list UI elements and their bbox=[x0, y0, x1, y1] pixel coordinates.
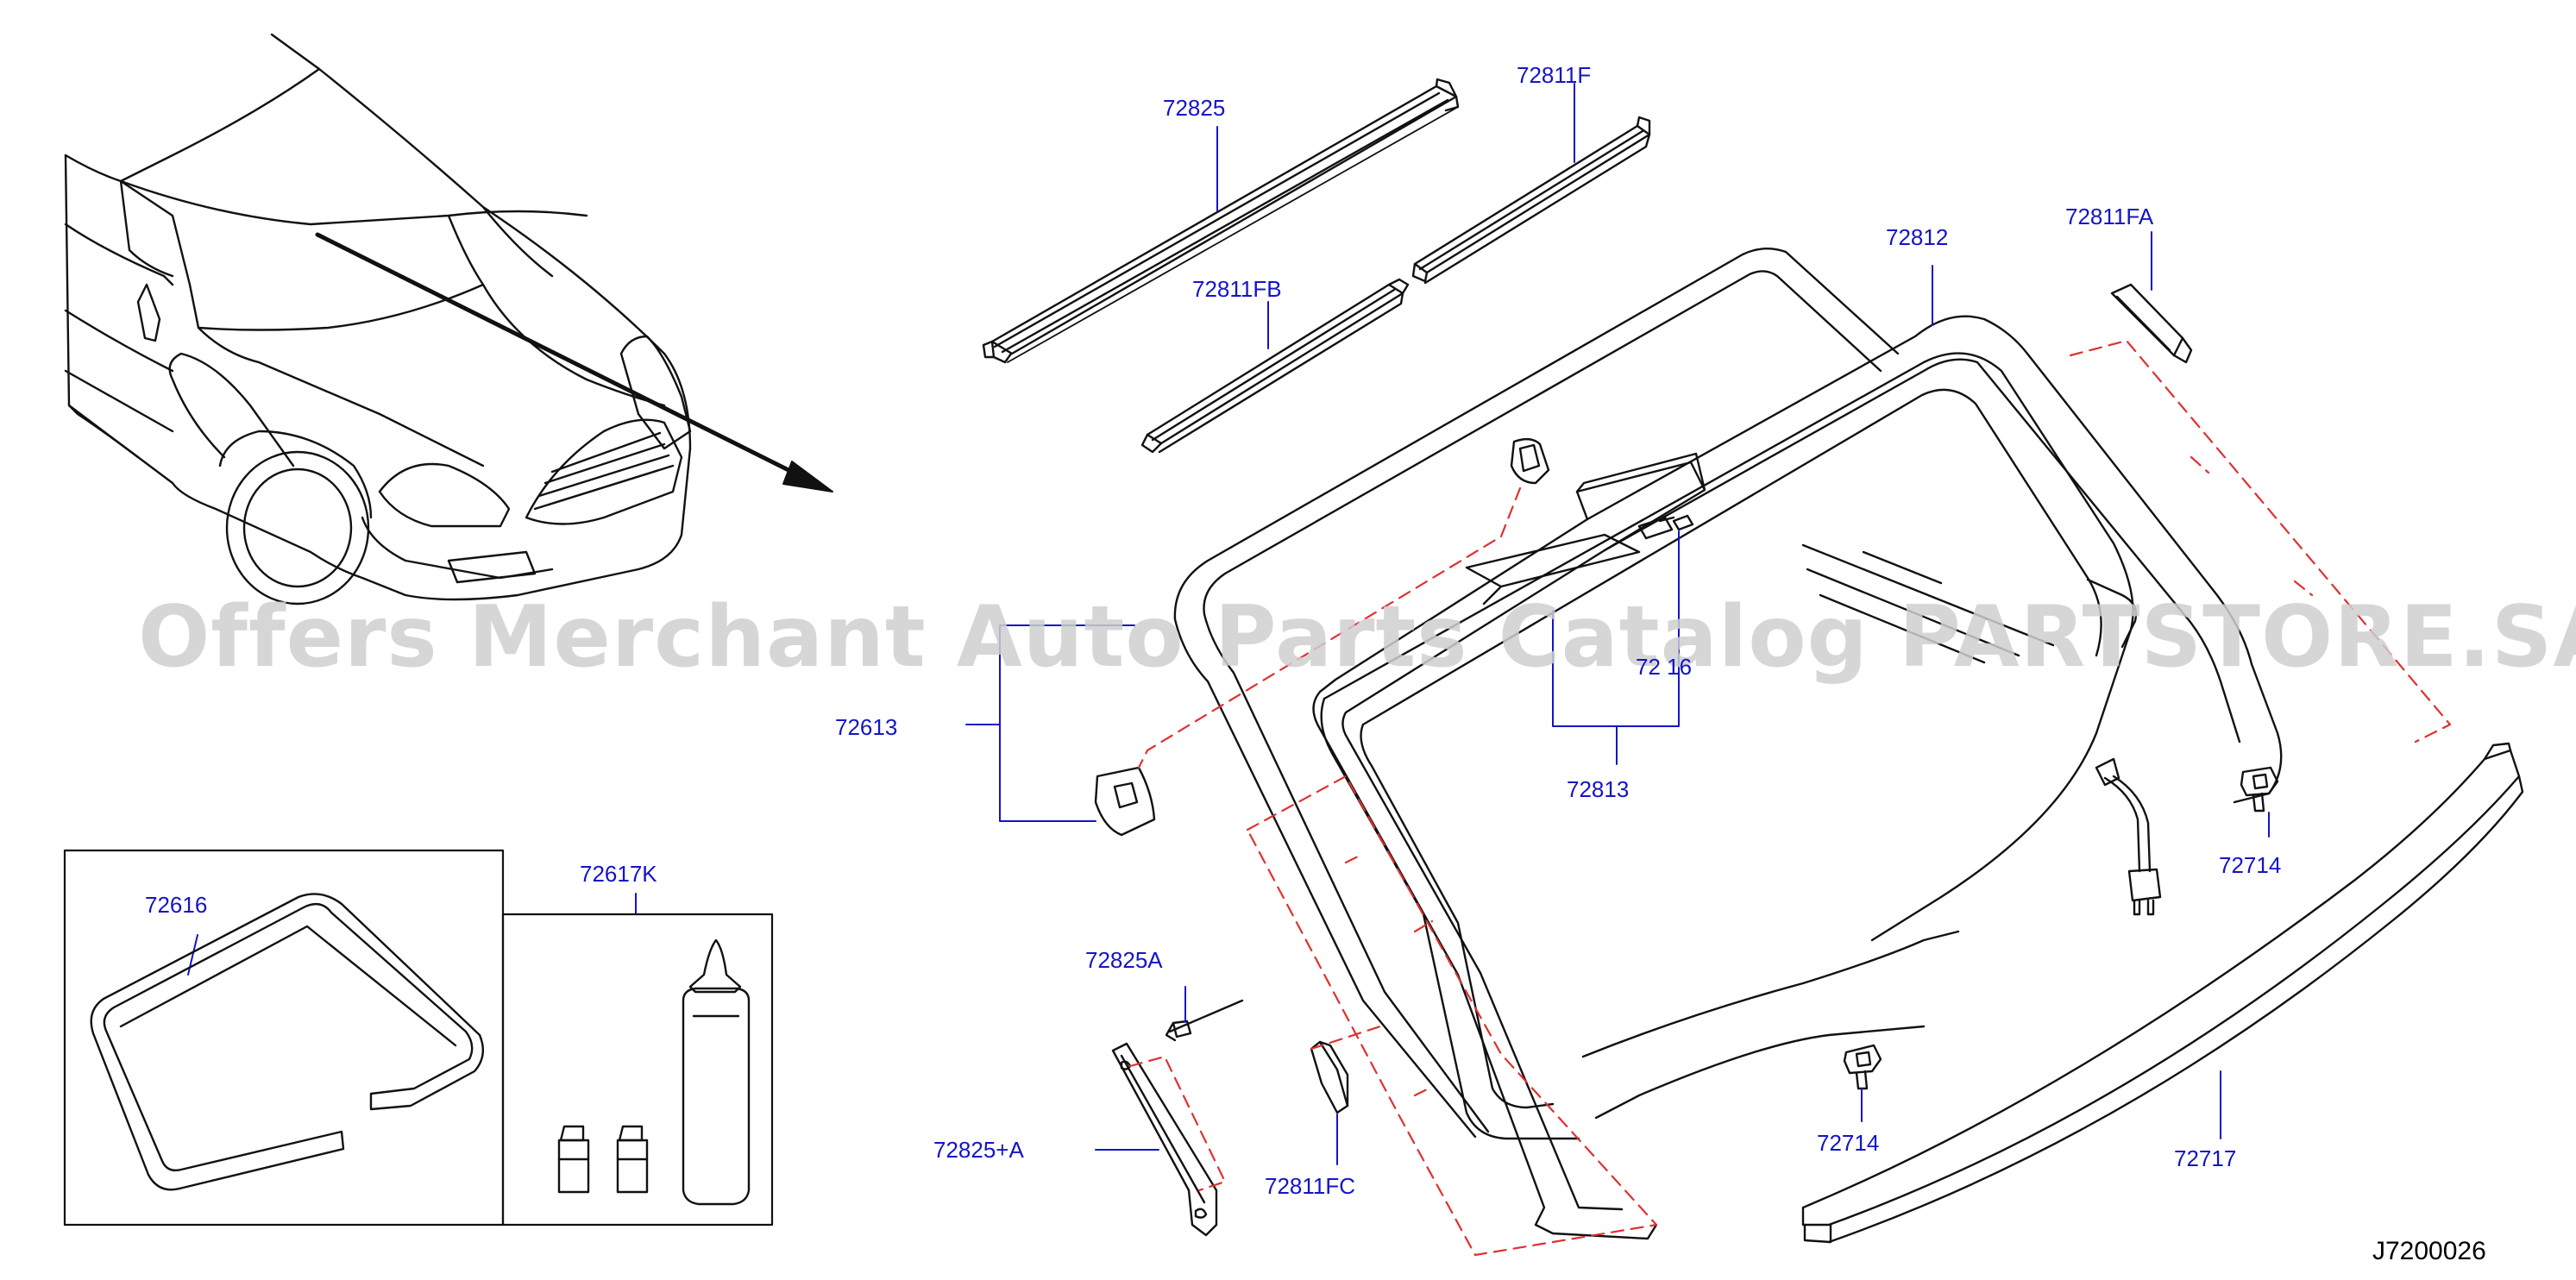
watermark: Offers Merchant Auto Parts Catalog PARTS… bbox=[138, 588, 2576, 687]
bracket-72825A bbox=[1111, 999, 1244, 1237]
label-72811FA[interactable]: 72811FA bbox=[2065, 204, 2154, 229]
figure-code: J7200026 bbox=[2372, 1237, 2486, 1265]
seal-72612-outer bbox=[1173, 248, 1900, 1139]
label-72825A[interactable]: 72825A bbox=[1085, 947, 1163, 973]
seal-72813 bbox=[1465, 533, 1641, 605]
label-72812[interactable]: 72812 bbox=[1886, 224, 1949, 250]
molding-72825 bbox=[982, 78, 1460, 364]
sealant-kit-72617K bbox=[557, 938, 751, 1206]
harness bbox=[2095, 757, 2162, 916]
label-72616[interactable]: 72616 bbox=[145, 892, 208, 918]
seal-72616 bbox=[90, 893, 485, 1191]
label-72816[interactable]: 72 16 bbox=[1636, 654, 1693, 680]
label-72825-plus-A[interactable]: 72825+A bbox=[933, 1137, 1024, 1163]
label-72813[interactable]: 72813 bbox=[1567, 776, 1630, 802]
windshield-glass bbox=[1320, 352, 2134, 1140]
cowl-72717 bbox=[1801, 742, 2524, 1244]
clip-72714 bbox=[1843, 766, 2279, 1090]
label-72825[interactable]: 72825 bbox=[1163, 95, 1226, 121]
molding-72811F bbox=[1411, 116, 1651, 285]
label-72811FB[interactable]: 72811FB bbox=[1192, 276, 1282, 302]
leader-lines bbox=[187, 83, 2270, 1165]
guide-lines bbox=[1128, 339, 2452, 1257]
inset-box bbox=[63, 849, 774, 1227]
molding-72811FC bbox=[1310, 1040, 1349, 1114]
molding-72811FB bbox=[1140, 278, 1410, 454]
clip-72613 bbox=[1094, 437, 1550, 837]
label-72714-bottom[interactable]: 72714 bbox=[1817, 1130, 1880, 1156]
label-72617K[interactable]: 72617K bbox=[580, 861, 657, 887]
car-illustration bbox=[64, 33, 833, 605]
label-72717[interactable]: 72717 bbox=[2174, 1145, 2237, 1171]
label-72613[interactable]: 72613 bbox=[835, 714, 898, 740]
label-72714-right[interactable]: 72714 bbox=[2219, 852, 2282, 878]
frame-72812 bbox=[1312, 315, 2283, 1240]
label-72811F[interactable]: 72811F bbox=[1517, 62, 1592, 88]
molding-72811FA bbox=[2110, 283, 2193, 364]
label-72811FC[interactable]: 72811FC bbox=[1265, 1173, 1356, 1199]
sensor-72816 bbox=[1637, 514, 1694, 540]
